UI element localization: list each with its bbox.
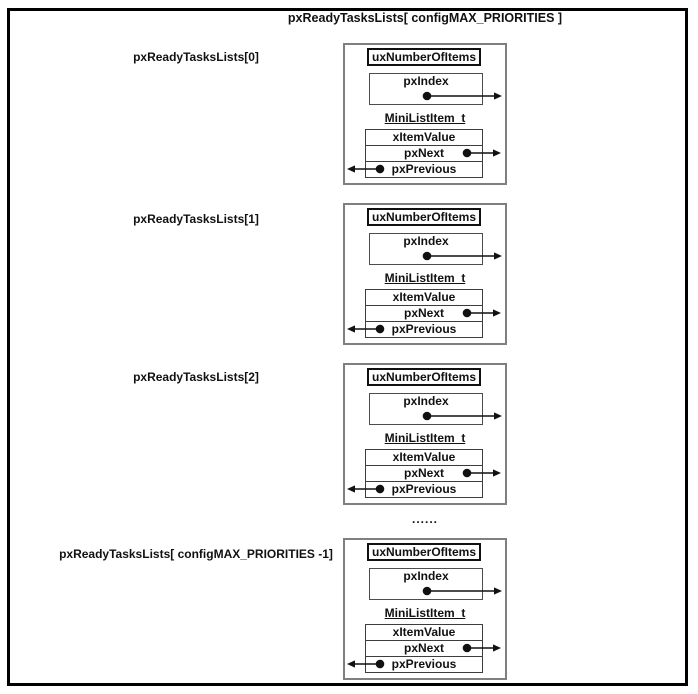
ux-number-of-items-label: uxNumberOfItems xyxy=(371,370,477,384)
x-item-value-row: xItemValue xyxy=(392,625,456,639)
mini-list-item-type-label: MiniListItem_t xyxy=(384,431,466,445)
px-next-arrowhead xyxy=(493,309,501,317)
px-previous-arrowhead xyxy=(347,165,355,173)
px-next-arrowhead xyxy=(493,149,501,157)
px-index-arrowhead xyxy=(494,587,502,595)
list-block-3: uxNumberOfItems pxIndex MiniListItem_t x… xyxy=(343,538,507,680)
px-previous-row: pxPrevious xyxy=(366,656,482,672)
px-index-box: pxIndex xyxy=(369,393,483,425)
ux-number-of-items-label: uxNumberOfItems xyxy=(371,50,477,64)
list-block-2: uxNumberOfItems pxIndex MiniListItem_t x… xyxy=(343,363,507,505)
px-next-row: pxNext xyxy=(366,145,482,161)
px-previous-row: pxPrevious xyxy=(366,161,482,177)
px-next-row: pxNext xyxy=(366,305,482,321)
px-next-arrowhead xyxy=(493,469,501,477)
px-previous-row: pxPrevious xyxy=(366,481,482,497)
list-label-0: pxReadyTasksLists[0] xyxy=(133,50,259,64)
ux-number-of-items-box: uxNumberOfItems xyxy=(367,48,481,66)
mini-list-item-table: xItemValue pxNext pxPrevious xyxy=(365,289,483,338)
mini-list-item-type-label: MiniListItem_t xyxy=(384,271,466,285)
list-block-1: uxNumberOfItems pxIndex MiniListItem_t x… xyxy=(343,203,507,345)
list-label-2: pxReadyTasksLists[2] xyxy=(133,370,259,384)
outer-frame xyxy=(7,8,688,686)
px-previous-arrowhead xyxy=(347,660,355,668)
list-label-3: pxReadyTasksLists[ configMAX_PRIORITIES … xyxy=(59,547,333,561)
ux-number-of-items-box: uxNumberOfItems xyxy=(367,208,481,226)
px-index-box: pxIndex xyxy=(369,568,483,600)
list-block-0: uxNumberOfItems pxIndex MiniListItem_t x… xyxy=(343,43,507,185)
ellipsis-dots: ...... xyxy=(411,512,438,526)
px-index-label: pxIndex xyxy=(403,394,449,408)
px-index-label: pxIndex xyxy=(403,74,449,88)
px-index-box: pxIndex xyxy=(369,73,483,105)
diagram-title: pxReadyTasksLists[ configMAX_PRIORITIES … xyxy=(287,11,563,25)
x-item-value-row: xItemValue xyxy=(392,130,456,144)
ux-number-of-items-box: uxNumberOfItems xyxy=(367,368,481,386)
x-item-value-row: xItemValue xyxy=(392,290,456,304)
px-index-arrowhead xyxy=(494,412,502,420)
mini-list-item-table: xItemValue pxNext pxPrevious xyxy=(365,624,483,673)
px-previous-arrowhead xyxy=(347,485,355,493)
mini-list-item-type-label: MiniListItem_t xyxy=(384,606,466,620)
px-index-arrowhead xyxy=(494,92,502,100)
px-index-arrowhead xyxy=(494,252,502,260)
px-index-box: pxIndex xyxy=(369,233,483,265)
mini-list-item-table: xItemValue pxNext pxPrevious xyxy=(365,449,483,498)
mini-list-item-type-label: MiniListItem_t xyxy=(384,111,466,125)
px-previous-arrowhead xyxy=(347,325,355,333)
list-label-1: pxReadyTasksLists[1] xyxy=(133,212,259,226)
px-index-label: pxIndex xyxy=(403,569,449,583)
px-previous-row: pxPrevious xyxy=(366,321,482,337)
px-next-row: pxNext xyxy=(366,640,482,656)
px-next-row: pxNext xyxy=(366,465,482,481)
ux-number-of-items-label: uxNumberOfItems xyxy=(371,210,477,224)
x-item-value-row: xItemValue xyxy=(392,450,456,464)
ux-number-of-items-label: uxNumberOfItems xyxy=(371,545,477,559)
px-next-arrowhead xyxy=(493,644,501,652)
px-index-label: pxIndex xyxy=(403,234,449,248)
ux-number-of-items-box: uxNumberOfItems xyxy=(367,543,481,561)
mini-list-item-table: xItemValue pxNext pxPrevious xyxy=(365,129,483,178)
